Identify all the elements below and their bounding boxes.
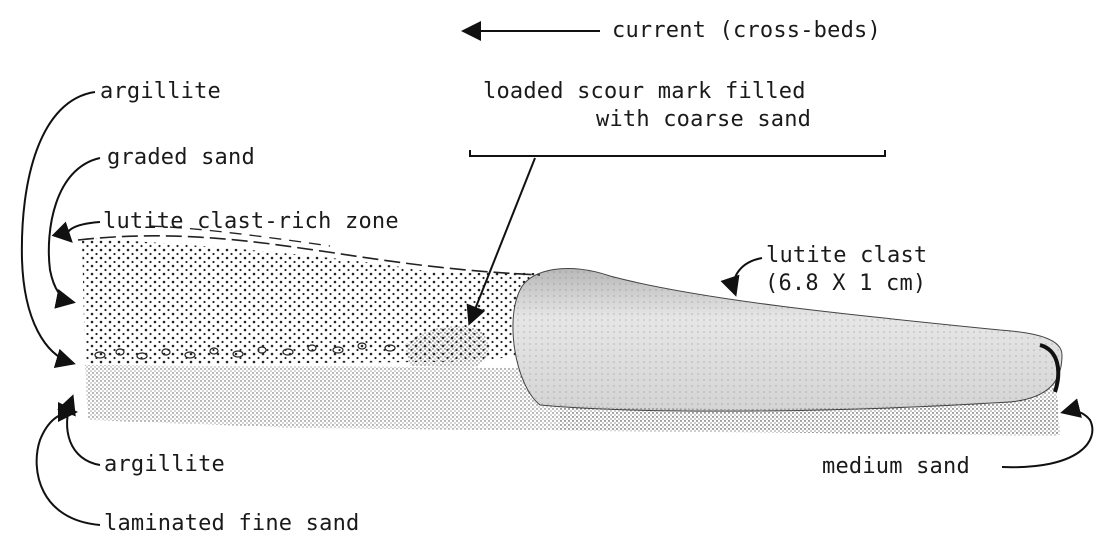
label-medium-sand: medium sand [822,455,970,479]
label-scour-line1: loaded scour mark filled [483,80,806,104]
label-argillite-bottom: argillite [104,453,225,477]
label-argillite-top: argillite [100,80,221,104]
leader-lutite-zone [67,222,100,240]
label-clast-size: (6.8 X 1 cm) [765,272,926,296]
leader-lutite-clast [734,258,762,293]
label-graded-sand: graded sand [107,146,255,170]
current-label: current (cross-beds) [612,19,881,43]
label-scour-line2: with coarse sand [596,108,811,132]
label-laminated-fine-sand: laminated fine sand [104,512,359,536]
label-lutite-zone: lutite clast-rich zone [103,210,399,234]
label-lutite-clast: lutite clast [766,244,927,268]
leader-laminated [37,412,100,525]
scour-bracket [470,150,885,156]
